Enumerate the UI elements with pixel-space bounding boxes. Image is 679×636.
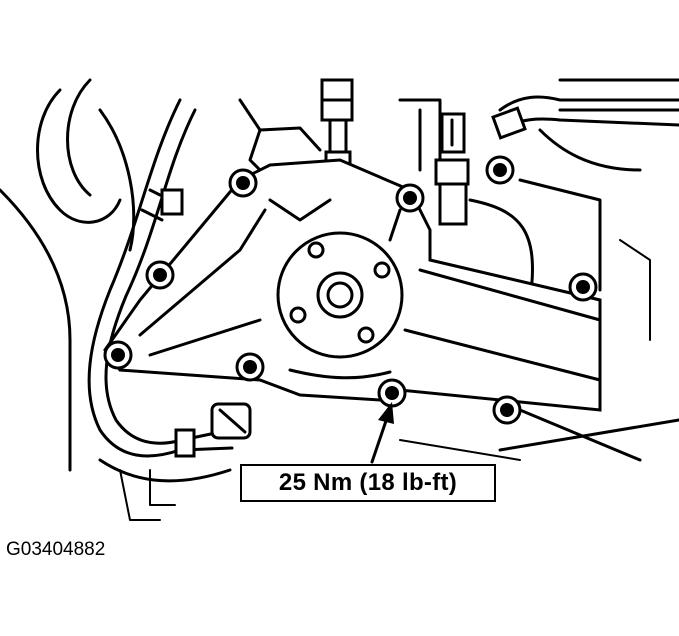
torque-specification-label: 25 Nm (18 lb-ft) [240, 464, 496, 502]
bolt [485, 155, 515, 185]
bolt [145, 260, 175, 290]
water-pump-housing [103, 158, 602, 412]
bolts [103, 155, 598, 425]
elbow-pipe [491, 95, 679, 140]
lower-contours [399, 408, 679, 462]
callout-leader [370, 402, 394, 464]
bolt [228, 168, 258, 198]
bolt [377, 378, 407, 408]
bolt [395, 183, 425, 213]
bolt [235, 352, 265, 382]
coolant-hoses [87, 98, 252, 458]
figure-code: G03404882 [6, 539, 106, 560]
temperature-sensor [434, 112, 470, 226]
upper-rod [320, 78, 354, 174]
bolt [492, 395, 522, 425]
bolt [568, 272, 598, 302]
engine-block-outline [0, 78, 679, 521]
bolt [103, 340, 133, 370]
